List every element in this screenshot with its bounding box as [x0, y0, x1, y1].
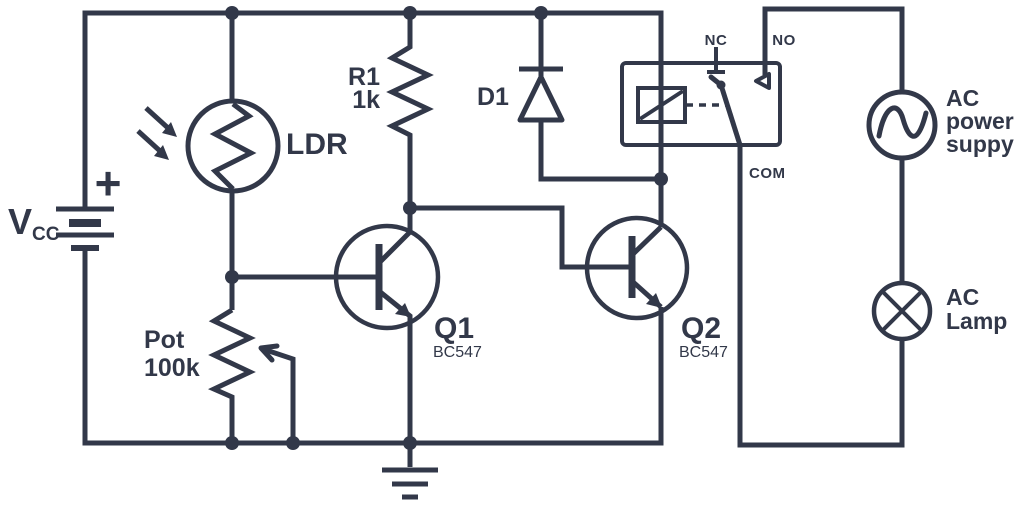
- wire: [737, 145, 905, 448]
- junction-dot: [403, 6, 417, 20]
- wire: [410, 205, 630, 270]
- junction-dot: [225, 270, 239, 284]
- d1-triangle: [517, 74, 565, 123]
- relay-coil: [636, 86, 687, 124]
- ldr-circle: [185, 98, 281, 194]
- battery-symbol: +: [56, 157, 122, 251]
- r1-value: 1k: [352, 86, 380, 114]
- vcc-symbol: V: [8, 201, 32, 242]
- sine-wave-icon: [876, 105, 929, 139]
- wire: [630, 225, 663, 257]
- junction-dot: [403, 436, 417, 450]
- r1-zigzag: [386, 13, 434, 208]
- wire: [82, 248, 664, 446]
- relay-no-label: NO: [772, 32, 796, 49]
- ac-supply-symbol: [866, 89, 938, 161]
- relay-arm-contact: [716, 80, 726, 90]
- wire: [82, 10, 664, 227]
- wires: [82, 6, 905, 448]
- relay-com-label: COM: [749, 165, 786, 182]
- light-arrowhead: [162, 122, 177, 137]
- battery-plus-sign: +: [95, 157, 122, 209]
- ground-symbol: [382, 443, 438, 500]
- ac-lamp-label-line2: Lamp: [946, 308, 1007, 334]
- ldr-symbol: [136, 98, 281, 194]
- ac-supply-circle: [866, 89, 938, 161]
- ac-supply-label-line2: power: [946, 108, 1014, 134]
- pot-wiper-arrow: [258, 343, 280, 363]
- wire: [762, 6, 905, 92]
- junction-dot: [654, 172, 668, 186]
- pot-label: Pot: [144, 326, 185, 354]
- ac-lamp-symbol: [871, 280, 933, 342]
- junction-dot: [225, 6, 239, 20]
- junction-dots: [225, 6, 668, 450]
- pot-value: 100k: [144, 354, 200, 382]
- ac-supply-label-line3: suppy: [946, 131, 1014, 157]
- ldr-label: LDR: [286, 128, 348, 161]
- relay-box: [620, 61, 782, 147]
- q2-transistor-symbol: [628, 236, 662, 308]
- q1-emitter-arrowhead: [395, 303, 411, 317]
- ac-supply-label-line1: AC: [946, 85, 979, 111]
- r1-label: R1: [348, 63, 380, 91]
- light-arrow: [136, 129, 162, 153]
- junction-dot: [225, 436, 239, 450]
- junction-dot: [403, 201, 417, 215]
- q1-part-label: BC547: [433, 344, 482, 361]
- light-arrow: [144, 106, 170, 130]
- ac-lamp-label-line1: AC: [946, 284, 979, 310]
- q1-label: Q1: [434, 312, 474, 345]
- relay-no-contact: [754, 72, 771, 90]
- ldr-zigzag: [209, 102, 257, 191]
- relay-nc-label: NC: [705, 32, 728, 49]
- light-arrows-icon: [136, 106, 177, 160]
- junction-dot: [534, 6, 548, 20]
- q2-label: Q2: [681, 312, 721, 345]
- relay-symbol: [636, 47, 771, 146]
- d1-diode-symbol: [517, 66, 565, 123]
- q2-emitter-arrowhead: [646, 293, 662, 308]
- q1-transistor-symbol: [375, 244, 411, 317]
- relay-switch-arm: [718, 84, 743, 146]
- lamp-cross-icon: [880, 289, 924, 333]
- pot-zigzag: [207, 307, 256, 443]
- relay-coil-diagonal: [638, 89, 685, 121]
- junction-dot: [286, 436, 300, 450]
- wire: [538, 120, 661, 182]
- light-arrowhead: [154, 145, 169, 160]
- d1-label: D1: [477, 83, 509, 111]
- wire: [377, 208, 413, 265]
- vcc-label: VCC: [8, 201, 60, 245]
- wiper-arrowhead: [258, 343, 280, 363]
- wiper-wire: [262, 346, 296, 443]
- vcc-subscript: CC: [32, 224, 60, 245]
- q2-part-label: BC547: [679, 344, 728, 361]
